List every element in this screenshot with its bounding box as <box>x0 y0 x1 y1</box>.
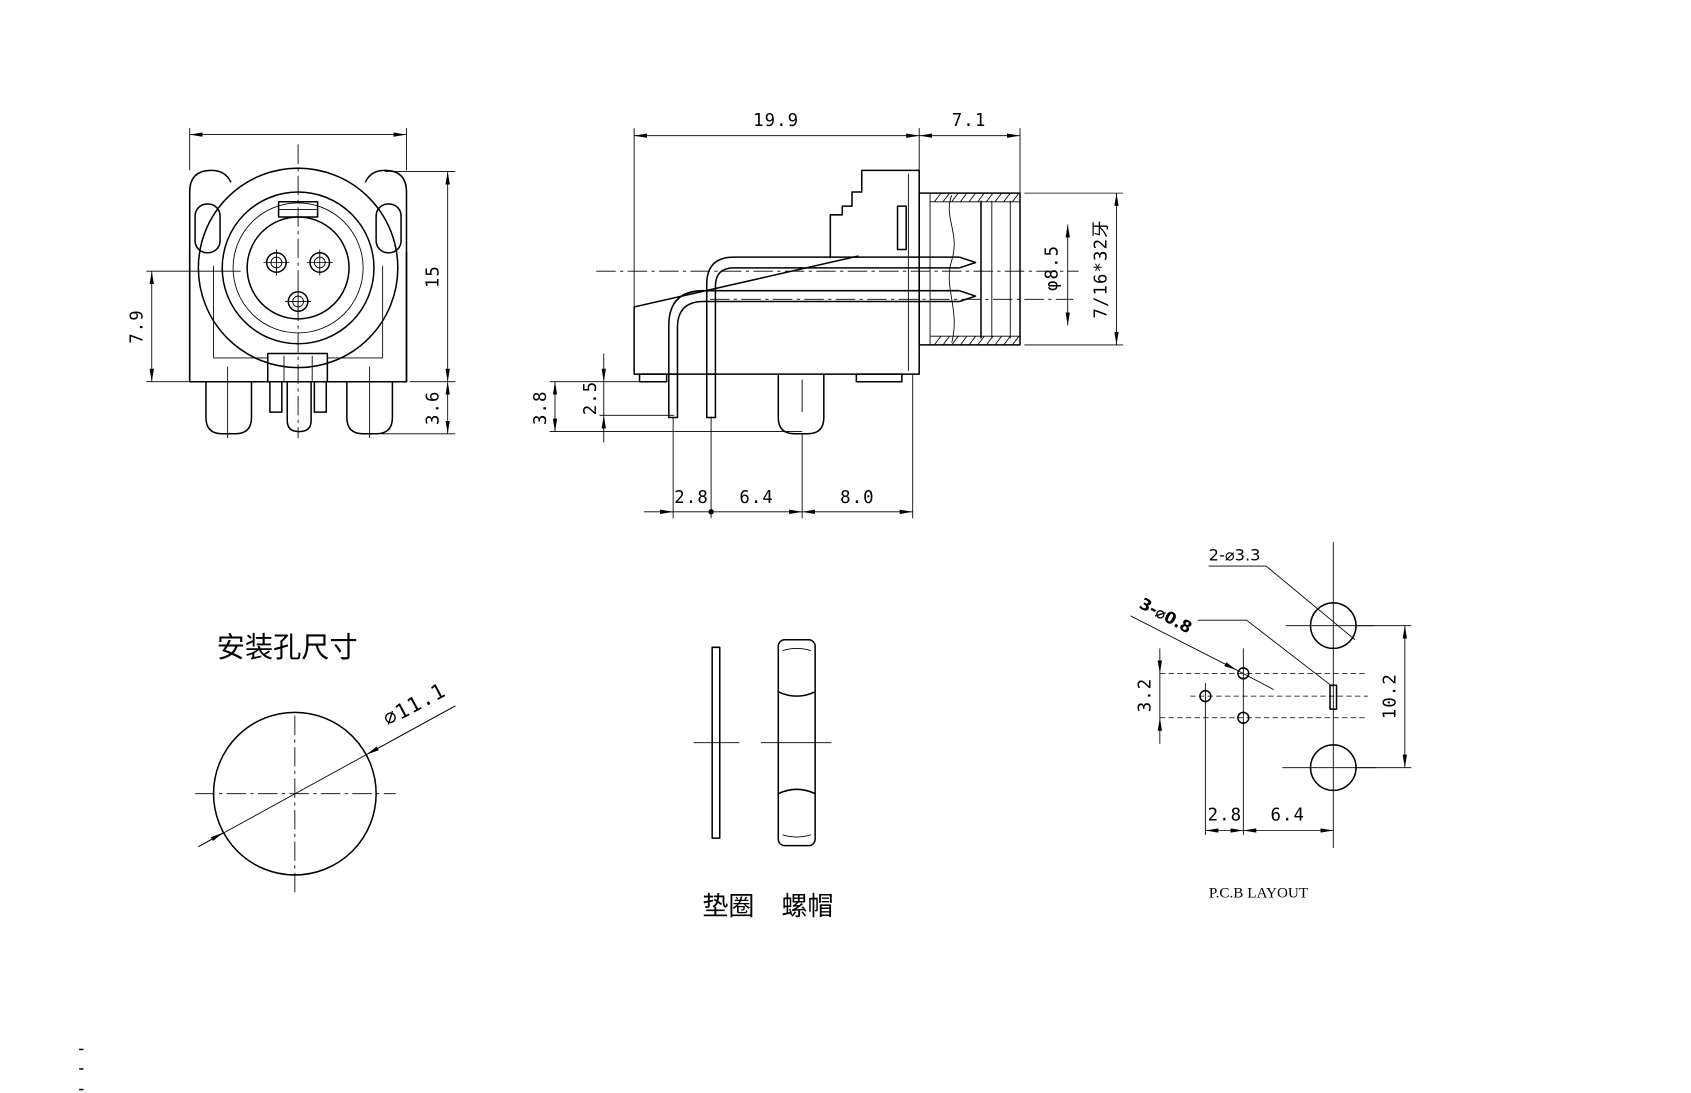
threaded-nose <box>918 192 1021 346</box>
offset-1-label: 2.8 <box>1208 806 1243 826</box>
latch-tab <box>266 352 329 383</box>
nut-chamfer-lines <box>782 647 811 838</box>
diameter-arrow-top <box>366 705 456 756</box>
front-view: 15 3.6 7.9 <box>128 128 456 439</box>
standoff-foot-right <box>855 373 903 383</box>
section-break-line <box>948 195 955 343</box>
mount-pitch-extension-lines <box>1354 625 1412 769</box>
left-extension-lines <box>146 270 241 383</box>
bore-diameter-label: φ8.5 <box>1043 245 1063 291</box>
ground-slot <box>1329 684 1338 710</box>
body-height-label: 15 <box>424 265 444 288</box>
standoff-foot-left <box>638 373 668 383</box>
nut-label: 螺帽 <box>782 892 834 922</box>
mount-pitch-label: 10.2 <box>1381 673 1401 719</box>
thread-extension-lines <box>1024 192 1123 346</box>
offset-2-label: 6.4 <box>1270 806 1305 826</box>
contact-pin-3 <box>285 288 312 315</box>
hardware-view: 垫圈 螺帽 <box>693 638 834 922</box>
mounting-hole-view: 安装孔尺寸 ⌀11.1 <box>195 631 456 896</box>
pin-holes-leader <box>1130 615 1238 671</box>
pin-holes-leader-tail <box>1236 669 1274 690</box>
solder-pin-right <box>313 380 328 413</box>
pcb-layout-title: P.C.B LAYOUT <box>1209 885 1308 902</box>
left-ear-slot <box>194 203 221 254</box>
body-window <box>896 205 907 251</box>
left-mounting-ear <box>188 169 232 382</box>
post-offset-label: 8.0 <box>840 488 875 508</box>
lower-contact-tip <box>959 289 977 303</box>
mounting-hole-diameter-label: ⌀11.1 <box>379 678 450 731</box>
upper-contact-inner <box>714 267 960 375</box>
mounting-post <box>777 374 825 435</box>
post-height-label: 3.8 <box>531 390 551 425</box>
pin-spacing-1-label: 2.8 <box>674 488 709 508</box>
mount-holes-leader <box>1208 565 1356 641</box>
pin-stem-lines <box>283 355 313 382</box>
body-length-label: 19.9 <box>753 111 799 131</box>
pin-height-label: 2.5 <box>581 381 601 416</box>
pin-holes-callout: 3-⌀0.8 <box>1136 594 1195 637</box>
pcb-layout-view: 3.2 10.2 2.8 6.4 2-⌀3.3 3-⌀0.8 P.C.B LAY… <box>1130 542 1412 902</box>
shell-ring-3 <box>232 202 364 334</box>
pin-2-crosshair <box>306 249 333 276</box>
thread-root-lines <box>930 201 1021 337</box>
ground-slot-leader <box>1197 619 1333 687</box>
left-support-leg <box>205 381 253 435</box>
body-top-slope <box>633 255 859 308</box>
nut-face-edges <box>777 691 816 795</box>
solder-pin-a <box>668 373 679 419</box>
top-extension-lines <box>633 128 1021 307</box>
upper-contact-outer <box>705 256 960 375</box>
thread-label: 7/16*32牙 <box>1091 219 1111 318</box>
height-extension-lines <box>549 381 803 433</box>
mount-holes-callout: 2-⌀3.3 <box>1209 546 1261 565</box>
nose-length-label: 7.1 <box>952 111 987 131</box>
right-ear-slot <box>375 203 402 254</box>
spacing-extension-lines <box>672 374 914 519</box>
pin-3-crosshair <box>285 288 312 315</box>
margin-ticks <box>79 1048 84 1091</box>
contact-pin-2 <box>306 249 333 276</box>
upper-contact-tip <box>959 256 977 269</box>
lower-contact-inner <box>676 300 960 375</box>
thread-hatch-bottom <box>934 335 1020 346</box>
outer-shell-ring <box>197 167 399 369</box>
solder-pin-b <box>705 373 717 419</box>
pin-1-crosshair <box>263 249 290 276</box>
diameter-arrow-bottom <box>198 832 224 848</box>
right-mounting-ear <box>364 169 408 382</box>
nose-outline <box>918 192 1021 346</box>
solder-pin-left <box>269 380 283 413</box>
shell-ring-2 <box>221 191 375 345</box>
row-pitch-label: 3.2 <box>1136 678 1156 713</box>
centerline-height-label: 7.9 <box>128 309 148 344</box>
pin-spacing-2-label: 6.4 <box>739 488 774 508</box>
washer-label: 垫圈 <box>702 892 754 922</box>
contact-pin-1 <box>263 249 290 276</box>
lower-contact-outer <box>668 289 960 375</box>
side-view: 19.9 7.1 7/16 <box>531 111 1123 519</box>
pin-length-label: 3.6 <box>424 390 444 425</box>
thread-hatch-top <box>934 192 1020 203</box>
mounting-hole-title: 安装孔尺寸 <box>217 631 358 664</box>
ground-post <box>286 381 312 433</box>
